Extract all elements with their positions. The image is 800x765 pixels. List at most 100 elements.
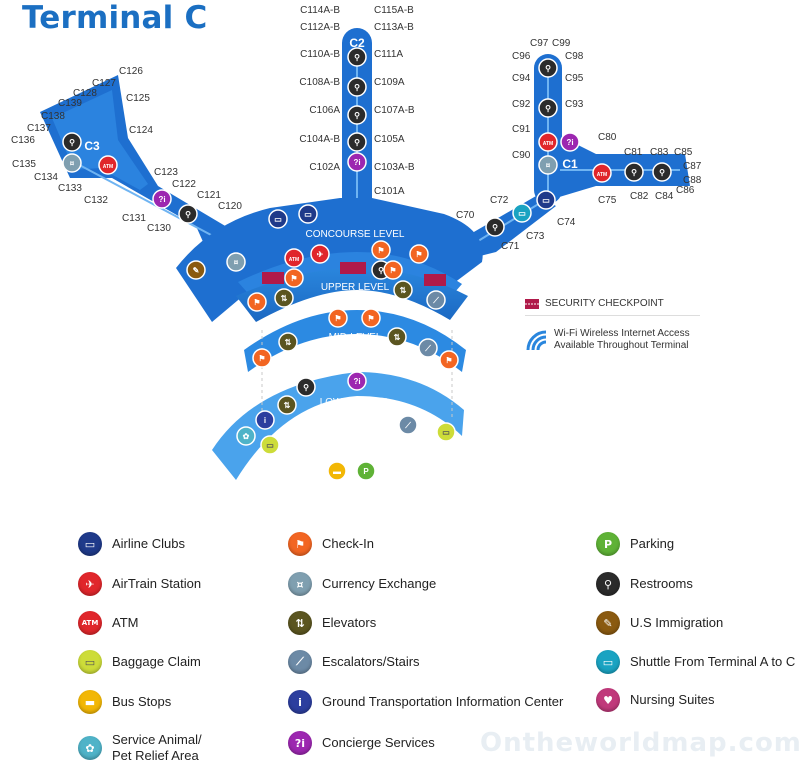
elevator-icon: ⇅ xyxy=(274,288,294,308)
airline-clubs-icon: ▭ xyxy=(268,209,288,229)
svg-text:▭: ▭ xyxy=(518,209,526,218)
security-checkpoint-icon xyxy=(525,298,539,309)
svg-text:⚲: ⚲ xyxy=(545,64,551,73)
gate-label: C113A-B xyxy=(374,22,414,33)
elevator-icon: ⇅ xyxy=(277,395,297,415)
elevator-icon: ⇅ xyxy=(387,327,407,347)
immigration-icon: ✎ xyxy=(186,260,206,280)
gate-label: C82 xyxy=(630,191,649,202)
svg-text:?i: ?i xyxy=(566,138,573,147)
airtrain-icon: ✈ xyxy=(310,244,330,264)
gate-label: C112A-B xyxy=(300,22,340,33)
check-in-icon: ⚑ xyxy=(361,308,381,328)
airtrain-icon: ✈ xyxy=(78,572,102,596)
concourse-c1-label: C1 xyxy=(562,157,578,171)
shuttle-icon: ▭ xyxy=(512,203,532,223)
legend-item: ✎U.S Immigration xyxy=(596,611,723,635)
airline-clubs-icon: ▭ xyxy=(298,204,318,224)
gate-label: C99 xyxy=(552,38,571,49)
svg-text:▭: ▭ xyxy=(442,428,450,437)
baggage-claim-icon: ▭ xyxy=(436,422,456,442)
legend-item: ▬Bus Stops xyxy=(78,690,171,714)
security-checkpoint-label: SECURITY CHECKPOINT xyxy=(545,298,664,309)
legend-label: Escalators/Stairs xyxy=(322,654,420,669)
gate-label: C126 xyxy=(119,66,143,77)
legend-item: ▭Shuttle From Terminal A to C xyxy=(596,650,795,674)
gate-label: C83 xyxy=(650,147,669,158)
shuttle-icon: ▭ xyxy=(596,650,620,674)
svg-text:⚑: ⚑ xyxy=(290,274,297,283)
security-checkpoint xyxy=(262,272,284,284)
baggage-claim-icon: ▭ xyxy=(260,435,280,455)
restroom-icon: ⚲ xyxy=(596,572,620,596)
legend-item: ▭Baggage Claim xyxy=(78,650,201,674)
wifi-key: Wi-Fi Wireless Internet Access Available… xyxy=(524,328,690,352)
restroom-icon: ⚲ xyxy=(178,204,198,224)
gate-label: C106A xyxy=(309,105,340,116)
wifi-icon xyxy=(526,330,547,351)
gate-label: C125 xyxy=(126,93,150,104)
escalator-icon: ⟋ xyxy=(426,290,446,310)
svg-text:⚲: ⚲ xyxy=(185,210,191,219)
restroom-icon: ⚲ xyxy=(652,162,672,182)
gate-label: C109A xyxy=(374,77,405,88)
gate-label: C111A xyxy=(374,49,403,60)
legend-label: ATM xyxy=(112,615,139,630)
parking-icon: P xyxy=(356,461,376,481)
security-checkpoint xyxy=(340,262,366,274)
svg-text:¤: ¤ xyxy=(234,258,239,267)
check-in-icon: ⚑ xyxy=(247,292,267,312)
legend-item: ⟋ Escalators/Stairs xyxy=(288,650,420,674)
legend-label: Nursing Suites xyxy=(630,692,715,707)
svg-text:▬: ▬ xyxy=(333,467,341,476)
bus-stop-icon: ▬ xyxy=(78,690,102,714)
gate-label: C90 xyxy=(512,150,531,161)
svg-text:▭: ▭ xyxy=(266,441,274,450)
gate-label: C104A-B xyxy=(299,134,340,145)
watermark: Ontheworldmap.com xyxy=(480,728,800,758)
svg-text:⚑: ⚑ xyxy=(389,266,396,275)
concierge-icon: ?i xyxy=(347,371,367,391)
svg-text:⇅: ⇅ xyxy=(284,401,291,410)
svg-text:⚲: ⚲ xyxy=(631,168,637,177)
airline-clubs-icon: ▭ xyxy=(536,190,556,210)
restroom-icon: ⚲ xyxy=(538,98,558,118)
gate-label: C114A-B xyxy=(300,5,340,16)
svg-text:⚑: ⚑ xyxy=(367,314,374,323)
bus-stop-icon: ▬ xyxy=(327,461,347,481)
check-in-icon: ⚑ xyxy=(371,240,391,260)
map-icons: ⚲⚲⚲⚲?i⚲¤ATM?i⚲⚲⚲ATM?i¤ATM⚲⚲▭▭⚲▭▭¤✎ATM✈⚑⚑… xyxy=(62,47,672,481)
gate-labels: C114A-BC112A-BC110A-BC108A-BC106AC104A-B… xyxy=(11,5,702,252)
map-title: Terminal C xyxy=(22,0,208,36)
svg-text:⟋: ⟋ xyxy=(424,344,431,353)
concierge-icon: ?i xyxy=(152,189,172,209)
wifi-line-2: Available Throughout Terminal xyxy=(554,340,689,351)
svg-text:⚲: ⚲ xyxy=(354,138,360,147)
svg-text:i: i xyxy=(264,416,266,425)
legend-item: ♥Nursing Suites xyxy=(596,688,715,712)
legend-label: Airline Clubs xyxy=(112,536,185,551)
gate-label: C101A xyxy=(374,186,405,197)
check-in-icon: ⚑ xyxy=(439,350,459,370)
svg-text:?i: ?i xyxy=(158,195,165,204)
concierge-icon: ?i xyxy=(560,132,580,152)
check-in-icon: ⚑ xyxy=(284,268,304,288)
svg-text:P: P xyxy=(363,467,369,476)
gate-label: C84 xyxy=(655,191,674,202)
immigration-icon: ✎ xyxy=(596,611,620,635)
atm-icon: ATM xyxy=(592,163,612,183)
check-in-icon: ⚑ xyxy=(328,308,348,328)
escalator-icon: ⟋ xyxy=(288,650,312,674)
gate-label: C73 xyxy=(526,231,545,242)
lower-level-label: LOWER LEVEL xyxy=(320,397,391,408)
legend-label: Currency Exchange xyxy=(322,576,437,591)
gate-label: C121 xyxy=(197,190,221,201)
currency-exchange-icon: ¤ xyxy=(288,572,312,596)
key-divider xyxy=(525,315,700,316)
svg-text:✈: ✈ xyxy=(317,250,324,259)
gate-label: C71 xyxy=(501,241,520,252)
gate-label: C102A xyxy=(309,162,340,173)
mid-level-label: MID-LEVEL xyxy=(329,332,382,343)
svg-text:⚑: ⚑ xyxy=(415,250,422,259)
